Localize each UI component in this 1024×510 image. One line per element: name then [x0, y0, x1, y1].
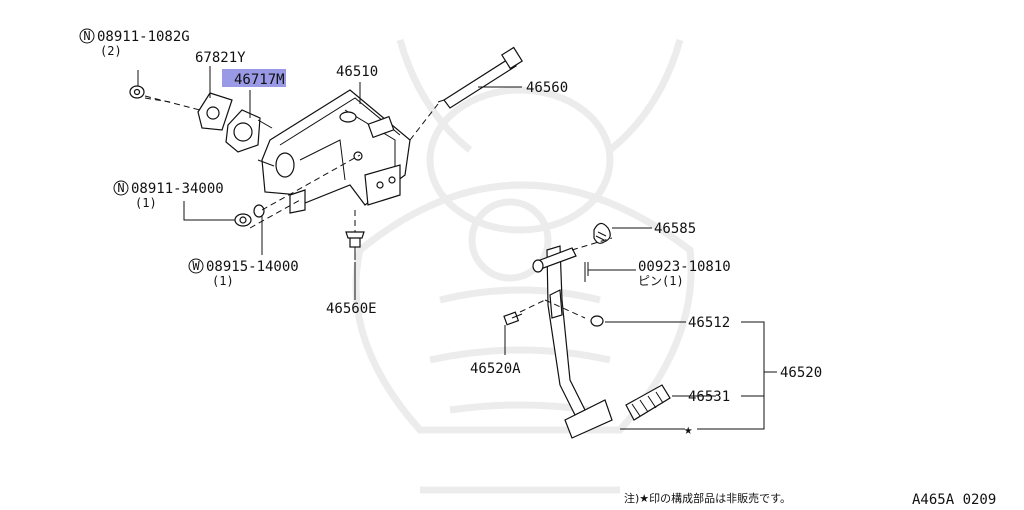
- washer-prefix: W: [192, 259, 200, 273]
- label-46510: 46510: [336, 64, 378, 80]
- label-46520a: 46520A: [470, 361, 521, 377]
- label-46560: 46560: [526, 80, 568, 96]
- nut-top-prefix: N: [83, 29, 90, 43]
- star-mark: ★: [684, 422, 693, 438]
- spring-46585: [593, 222, 611, 244]
- nut-mid-number: 08911-34000: [131, 181, 224, 197]
- nut-top: [129, 85, 145, 99]
- label-46717m[interactable]: 46717M: [234, 72, 285, 88]
- label-46585: 46585: [654, 221, 696, 237]
- label-46560e: 46560E: [326, 301, 377, 317]
- shaft-46560: [437, 46, 524, 109]
- pin-number: 00923-10810: [638, 259, 731, 275]
- label-46531: 46531: [688, 389, 730, 405]
- plate-67821y: [197, 92, 233, 131]
- gasket-46717m: [225, 109, 261, 153]
- watermark-logo: [352, 39, 695, 494]
- pin-00923: [584, 262, 589, 282]
- footer-note: 注)★印の構成部品は非販売です。: [624, 491, 791, 505]
- pin-sub: ピン(1): [638, 274, 684, 288]
- callout-nut-top: N 08911-1082G (2): [79, 28, 190, 58]
- nut-top-qty: (2): [100, 44, 122, 58]
- bolt-46520a: [503, 311, 523, 326]
- pedal-pad-46531: [625, 384, 671, 421]
- bushing-46512: [590, 315, 604, 327]
- nut-top-number: 08911-1082G: [97, 29, 190, 45]
- washer: [253, 204, 265, 218]
- pedal-arm-46520: [532, 245, 586, 416]
- diagram-code: A465A 0209: [912, 492, 996, 508]
- callout-washer: W 08915-14000 (1): [188, 258, 299, 288]
- bracket-46510: [261, 89, 411, 214]
- nut-mid-prefix: N: [117, 181, 124, 195]
- callout-pin: 00923-10810 ピン(1): [638, 259, 731, 288]
- label-46512: 46512: [688, 315, 730, 331]
- pedal-foot: [564, 399, 613, 439]
- washer-number: 08915-14000: [206, 259, 299, 275]
- highlight-46717m: [222, 69, 286, 87]
- bolt-46560e: [345, 231, 365, 260]
- label-67821y: 67821Y: [195, 50, 246, 66]
- callout-nut-mid: N 08911-34000 (1): [113, 180, 224, 210]
- nut-mid-qty: (1): [135, 196, 157, 210]
- label-46520: 46520: [780, 365, 822, 381]
- nut-mid: [234, 213, 252, 227]
- washer-qty: (1): [212, 274, 234, 288]
